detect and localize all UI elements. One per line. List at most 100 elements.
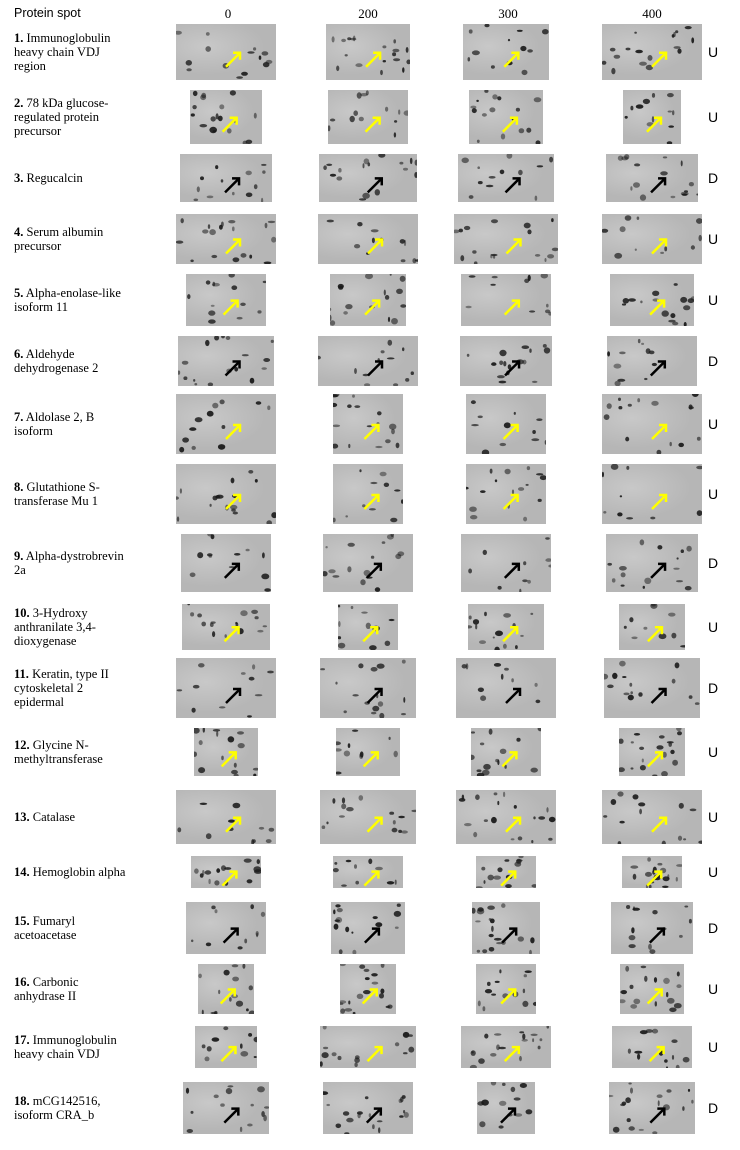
protein-spot xyxy=(370,555,375,559)
up-regulation-arrow-icon xyxy=(505,816,522,833)
protein-spot xyxy=(537,498,542,502)
protein-spot xyxy=(484,611,487,617)
protein-spot xyxy=(372,705,380,712)
protein-spot xyxy=(513,1097,521,1101)
down-regulation-arrow-icon xyxy=(501,927,518,944)
protein-spot xyxy=(603,414,610,420)
protein-spot xyxy=(340,964,346,967)
protein-spot xyxy=(471,731,475,734)
gel-image xyxy=(330,274,406,326)
protein-spot xyxy=(696,510,702,516)
protein-spot xyxy=(492,636,495,639)
protein-spot xyxy=(205,339,210,347)
protein-spot xyxy=(491,275,498,279)
protein-spot xyxy=(199,802,208,805)
protein-spot xyxy=(672,110,675,116)
protein-spot xyxy=(386,881,395,885)
protein-spot xyxy=(639,808,642,815)
protein-spot xyxy=(619,226,626,233)
protein-spot xyxy=(262,280,266,284)
protein-spot xyxy=(326,1103,330,1107)
protein-spot xyxy=(357,222,363,227)
protein-spot xyxy=(523,222,531,229)
down-regulation-arrow-icon xyxy=(650,562,667,579)
protein-spot xyxy=(209,622,214,627)
protein-spot xyxy=(520,634,524,637)
protein-spot xyxy=(191,707,196,713)
protein-spot xyxy=(475,794,480,800)
protein-spot xyxy=(393,750,398,758)
protein-spot xyxy=(681,193,688,196)
protein-spot xyxy=(499,360,504,366)
protein-spot xyxy=(355,63,363,68)
protein-spot xyxy=(323,1091,329,1095)
protein-spot xyxy=(381,541,386,544)
protein-spot xyxy=(232,257,240,263)
protein-spot xyxy=(338,815,345,818)
gel-image xyxy=(619,728,685,776)
protein-spot xyxy=(602,471,604,478)
protein-spot xyxy=(341,884,347,887)
protein-spot xyxy=(377,411,382,416)
protein-spot xyxy=(349,115,355,123)
protein-spot xyxy=(490,254,493,259)
protein-spot xyxy=(326,821,329,825)
protein-name-line: heavy chain VDJ xyxy=(14,45,100,59)
protein-spot xyxy=(671,678,676,684)
protein-spot xyxy=(536,418,543,421)
protein-spot xyxy=(638,802,646,807)
protein-spot xyxy=(343,311,348,315)
protein-spot xyxy=(666,1089,672,1093)
protein-spot xyxy=(205,32,210,36)
protein-spot xyxy=(669,1007,677,1013)
protein-spot xyxy=(394,489,401,492)
protein-spot xyxy=(484,90,489,93)
protein-spot xyxy=(520,45,527,52)
protein-spot xyxy=(603,815,608,818)
protein-spot xyxy=(391,827,398,833)
protein-spot xyxy=(322,1026,327,1030)
protein-spot xyxy=(548,816,556,823)
protein-spot xyxy=(206,195,214,199)
regulation-label: D xyxy=(708,555,719,571)
protein-spot xyxy=(471,50,480,56)
protein-spot xyxy=(626,465,630,470)
protein-spot xyxy=(323,1046,329,1050)
protein-spot xyxy=(362,504,366,508)
protein-spot xyxy=(651,400,659,406)
protein-spot xyxy=(607,351,610,357)
protein-spot xyxy=(193,198,199,202)
protein-spot xyxy=(477,181,483,185)
gel-spots xyxy=(176,30,273,79)
protein-spot xyxy=(223,969,230,976)
protein-spot xyxy=(539,475,546,481)
gel-spots xyxy=(467,24,549,76)
protein-spot xyxy=(398,829,402,833)
protein-spot xyxy=(621,1101,627,1106)
protein-spot xyxy=(393,39,396,44)
protein-spot xyxy=(488,933,494,938)
protein-spot xyxy=(209,126,217,134)
protein-spot xyxy=(482,549,487,555)
gel-image xyxy=(477,1082,535,1134)
dose-header-200: 200 xyxy=(358,6,378,21)
protein-spot xyxy=(644,975,648,982)
gel-spots xyxy=(187,274,266,324)
protein-spot xyxy=(368,1113,372,1118)
protein-spot xyxy=(387,316,391,323)
protein-spot xyxy=(192,684,200,689)
protein-spot xyxy=(396,903,401,907)
up-regulation-arrow-icon xyxy=(649,299,666,316)
protein-spot xyxy=(679,934,683,938)
gel-spots xyxy=(466,344,551,384)
protein-spot xyxy=(335,917,343,923)
protein-spot xyxy=(359,753,364,759)
protein-spot xyxy=(668,742,672,747)
protein-spot xyxy=(479,1121,486,1128)
gel-spots xyxy=(191,904,266,950)
protein-spot xyxy=(267,670,274,674)
protein-spot xyxy=(625,1097,631,1104)
protein-spot xyxy=(333,923,339,930)
protein-spot xyxy=(698,840,702,844)
